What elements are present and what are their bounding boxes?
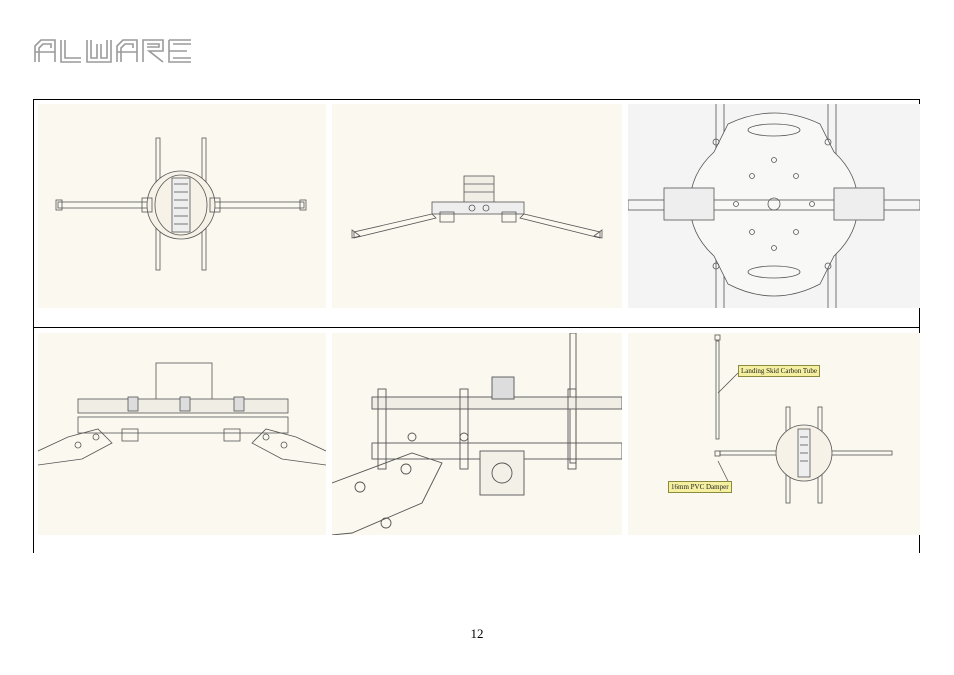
callout-landing-skid: Landing Skid Carbon Tube <box>738 365 820 377</box>
brand-logo <box>33 36 195 66</box>
row-divider <box>33 327 920 328</box>
drawing-front-view <box>332 104 622 308</box>
drawing-side-view <box>38 333 326 535</box>
drawing-top-detail <box>628 104 920 308</box>
page-number: 12 <box>0 626 954 642</box>
drawing-top-view <box>38 104 326 308</box>
callout-damper: 16mm PVC Damper <box>668 481 732 493</box>
drawing-closeup-view <box>332 333 622 535</box>
drawing-landing-skid: Landing Skid Carbon Tube 16mm PVC Damper <box>628 333 920 535</box>
